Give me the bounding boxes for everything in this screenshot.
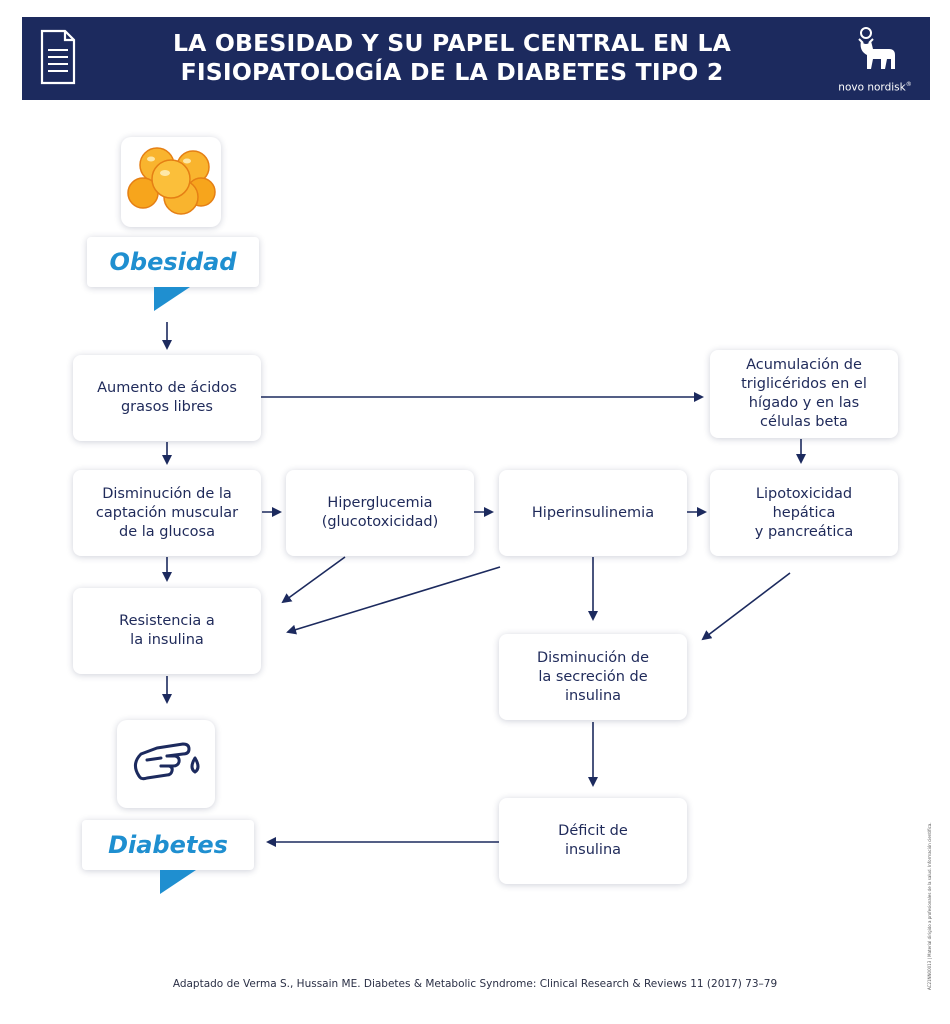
- box-lipotoxicidad: Lipotoxicidad hepática y pancreática: [710, 470, 898, 556]
- box-aumento-acidos: Aumento de ácidos grasos libres: [73, 355, 261, 441]
- box-hiperglucemia: Hiperglucemia (glucotoxicidad): [286, 470, 474, 556]
- box-acumulacion-trigliceridos: Acumulación de triglicéridos en el hígad…: [710, 350, 898, 438]
- finger-drop-tile: [117, 720, 215, 808]
- arrow-hiperglucemia-resistencia: [281, 556, 346, 604]
- arrow-lipotoxicidad-secrecion: [701, 572, 791, 641]
- apis-bull-icon: [858, 27, 895, 69]
- page-title: LA OBESIDAD Y SU PAPEL CENTRAL EN LA FIS…: [172, 29, 732, 86]
- box-hiperinsulinemia: Hiperinsulinemia: [499, 470, 687, 556]
- box-deficit-insulina: Déficit de insulina: [499, 798, 687, 884]
- finger-blood-drop-icon: [134, 742, 200, 781]
- box-secrecion-insulina: Disminución de la secreción de insulina: [499, 634, 687, 720]
- diabetes-label: Diabetes: [82, 820, 254, 870]
- citation: Adaptado de Verma S., Hussain ME. Diabet…: [172, 978, 778, 990]
- registered-mark: ®: [905, 81, 912, 88]
- box-captacion-glucosa: Disminución de la captación muscular de …: [73, 470, 261, 556]
- fat-cells-tile: [121, 137, 221, 227]
- document-icon: [40, 29, 76, 85]
- header-banner: LA OBESIDAD Y SU PAPEL CENTRAL EN LA FIS…: [22, 17, 930, 100]
- diabetes-pointer: [160, 870, 196, 894]
- arrow-hiperinsulinemia-resistencia: [286, 566, 501, 635]
- obesidad-pointer: [154, 287, 190, 311]
- obesidad-label: Obesidad: [87, 237, 259, 287]
- novo-nordisk-logo: novo nordisk®: [827, 25, 923, 95]
- side-note: AC21NN00013 | Material dirigido a profes…: [927, 822, 932, 990]
- box-resistencia-insulina: Resistencia a la insulina: [73, 588, 261, 674]
- fat-cells-icon: [127, 147, 216, 215]
- logo-text: novo nordisk®: [838, 81, 912, 94]
